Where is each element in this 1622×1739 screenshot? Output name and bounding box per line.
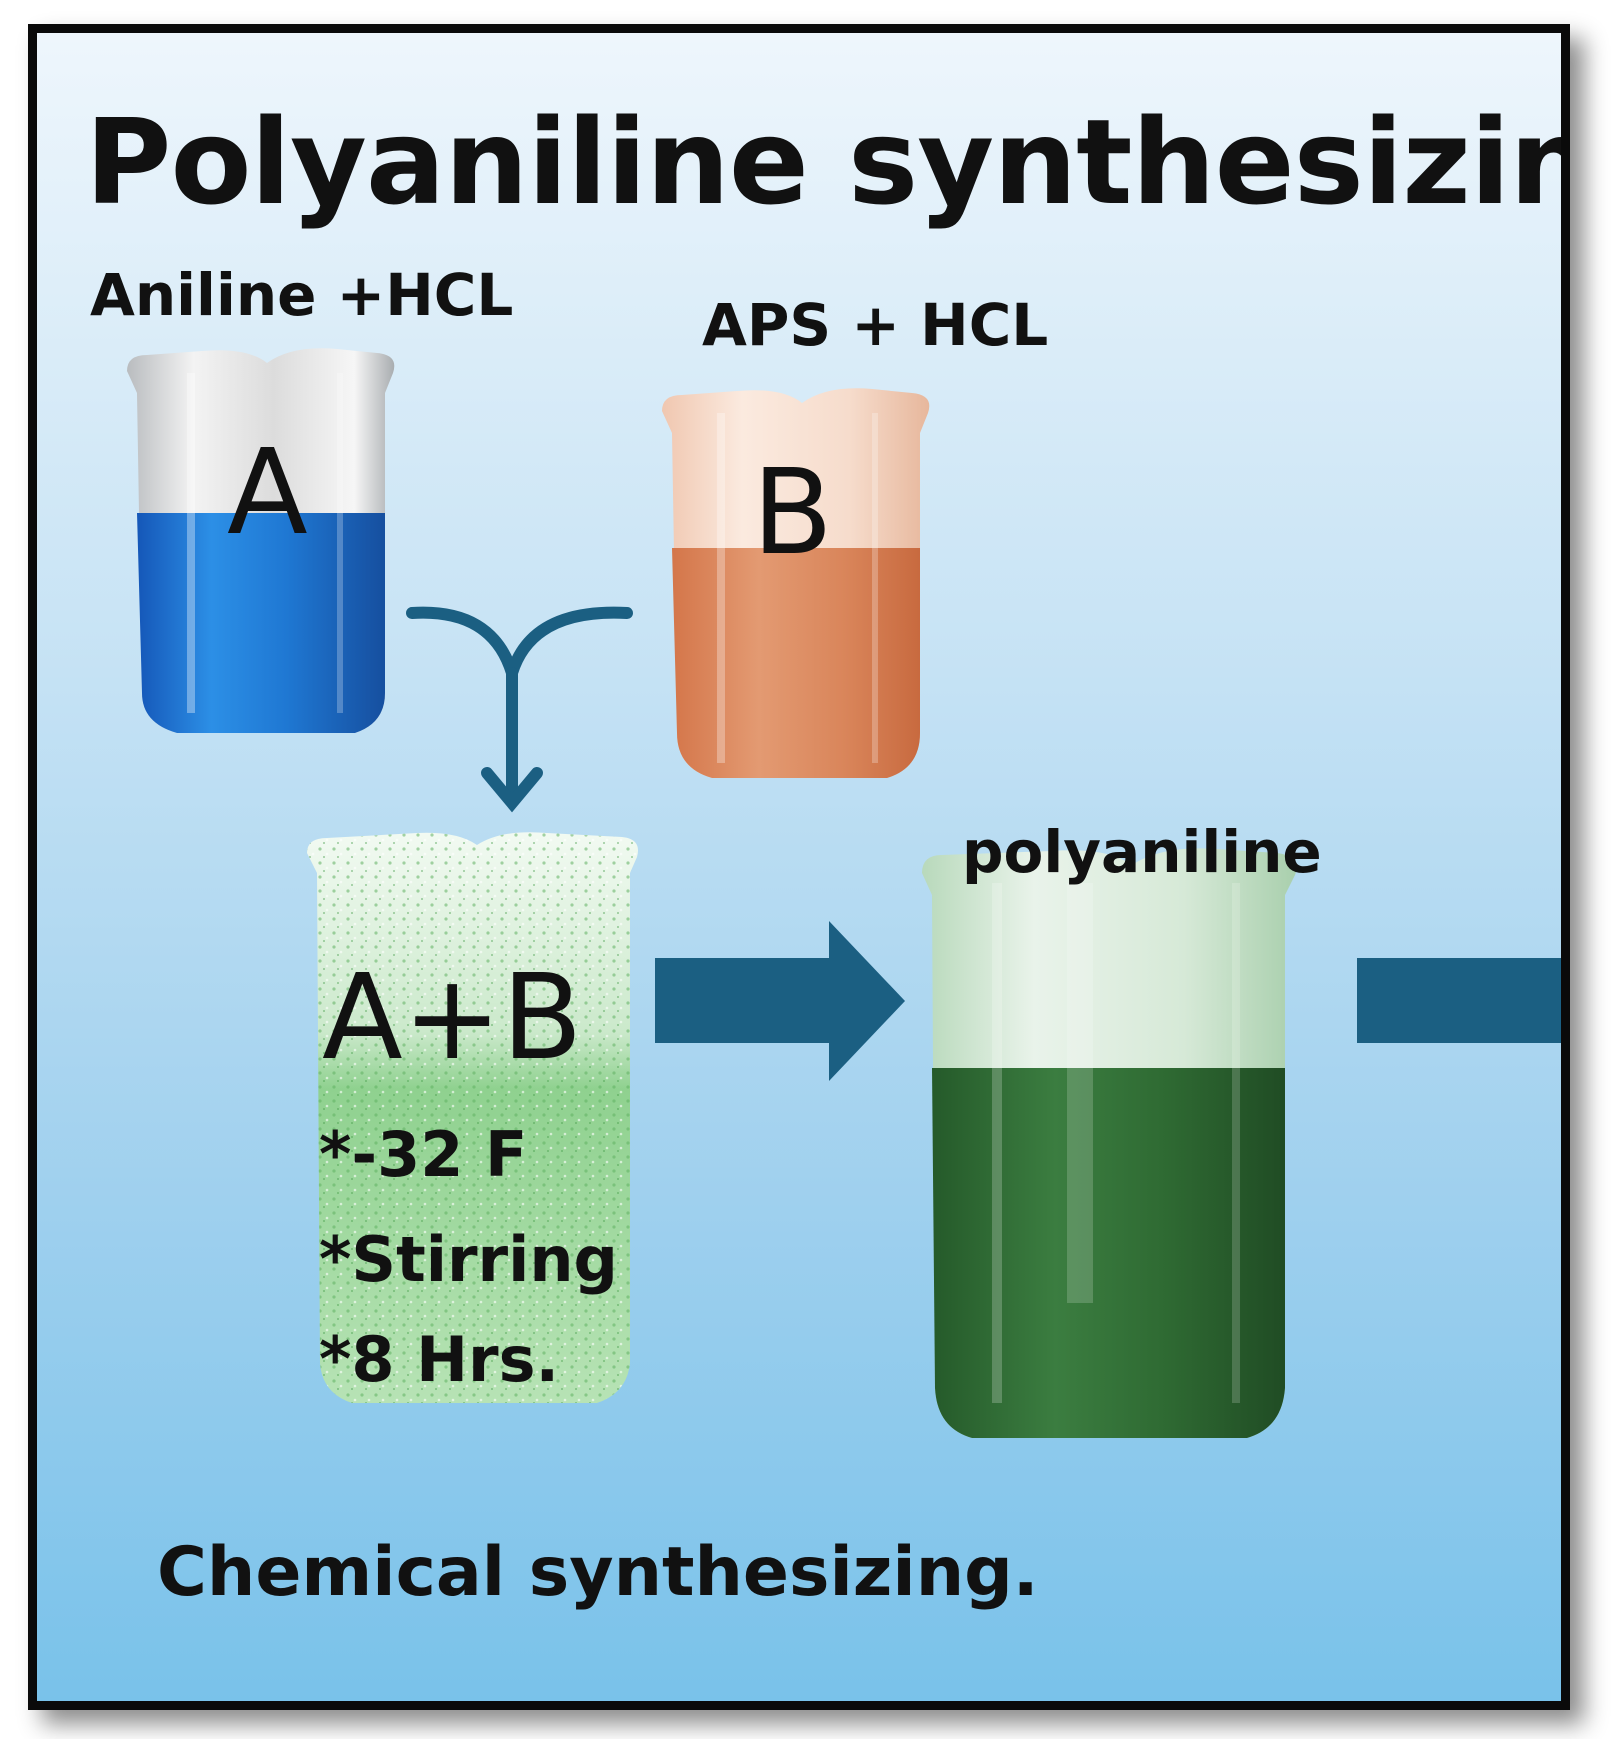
beaker-b-label: APS + HCL — [702, 291, 1049, 359]
diagram-title: Polyaniline synthesizing — [85, 93, 1570, 231]
continuation-arrow — [1357, 958, 1561, 1043]
footer-caption: Chemical synthesizing. — [157, 1533, 1039, 1612]
diagram-frame: Polyaniline synthesizing Aniline +HCL AP… — [28, 24, 1570, 1710]
beaker-a-letter: A — [227, 423, 308, 561]
merge-arrow — [406, 606, 633, 813]
condition-temperature: *-32 F — [319, 1118, 528, 1191]
process-arrow — [655, 921, 905, 1081]
beaker-mixture — [307, 832, 638, 1403]
beaker-product — [922, 848, 1297, 1438]
mixture-letter: A+B — [322, 948, 583, 1086]
beaker-b — [662, 388, 930, 778]
beaker-a-label: Aniline +HCL — [90, 261, 514, 329]
diagram-artwork — [127, 348, 1561, 1438]
beaker-a — [127, 348, 395, 733]
beaker-b-letter: B — [752, 443, 833, 581]
product-label: polyaniline — [962, 818, 1322, 886]
condition-stirring: *Stirring — [319, 1223, 618, 1296]
condition-duration: *8 Hrs. — [319, 1323, 560, 1396]
